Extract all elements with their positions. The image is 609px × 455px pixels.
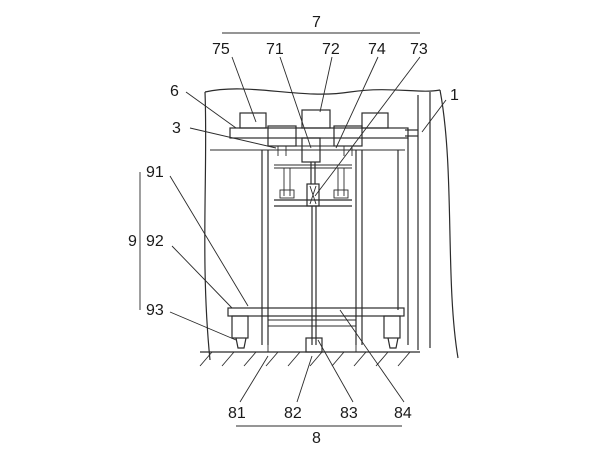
part-82-block [305, 337, 323, 353]
label-71: 71 [266, 41, 284, 58]
part-72-box [301, 109, 331, 129]
label-8: 8 [312, 430, 321, 447]
label-81: 81 [228, 405, 246, 422]
ground [199, 345, 420, 367]
label-92: 92 [146, 233, 164, 250]
foot-right [383, 315, 401, 339]
leader-lines [169, 56, 447, 403]
label-3: 3 [172, 120, 181, 137]
label-91: 91 [146, 164, 164, 181]
frame-1 [204, 88, 459, 361]
label-93: 93 [146, 302, 164, 319]
label-9: 9 [128, 233, 137, 250]
label-73: 73 [410, 41, 428, 58]
reference-labels: 7 75 71 72 74 73 6 1 3 91 9 92 93 81 82 … [128, 14, 459, 447]
label-72: 72 [322, 41, 340, 58]
label-1: 1 [450, 87, 459, 104]
label-82: 82 [284, 405, 302, 422]
platform-91 [227, 307, 405, 317]
part-73-box [361, 112, 389, 129]
label-83: 83 [340, 405, 358, 422]
guide-frame [261, 138, 409, 345]
label-74: 74 [368, 41, 386, 58]
foot-left [231, 315, 249, 339]
label-75: 75 [212, 41, 230, 58]
label-6: 6 [170, 83, 179, 100]
label-84: 84 [394, 405, 412, 422]
group-brackets [139, 32, 420, 427]
top-plate-6 [229, 127, 409, 139]
label-7: 7 [312, 14, 321, 31]
part-74-clamp [306, 183, 320, 207]
part-75-box [239, 112, 267, 129]
bottom-platform [227, 307, 405, 353]
